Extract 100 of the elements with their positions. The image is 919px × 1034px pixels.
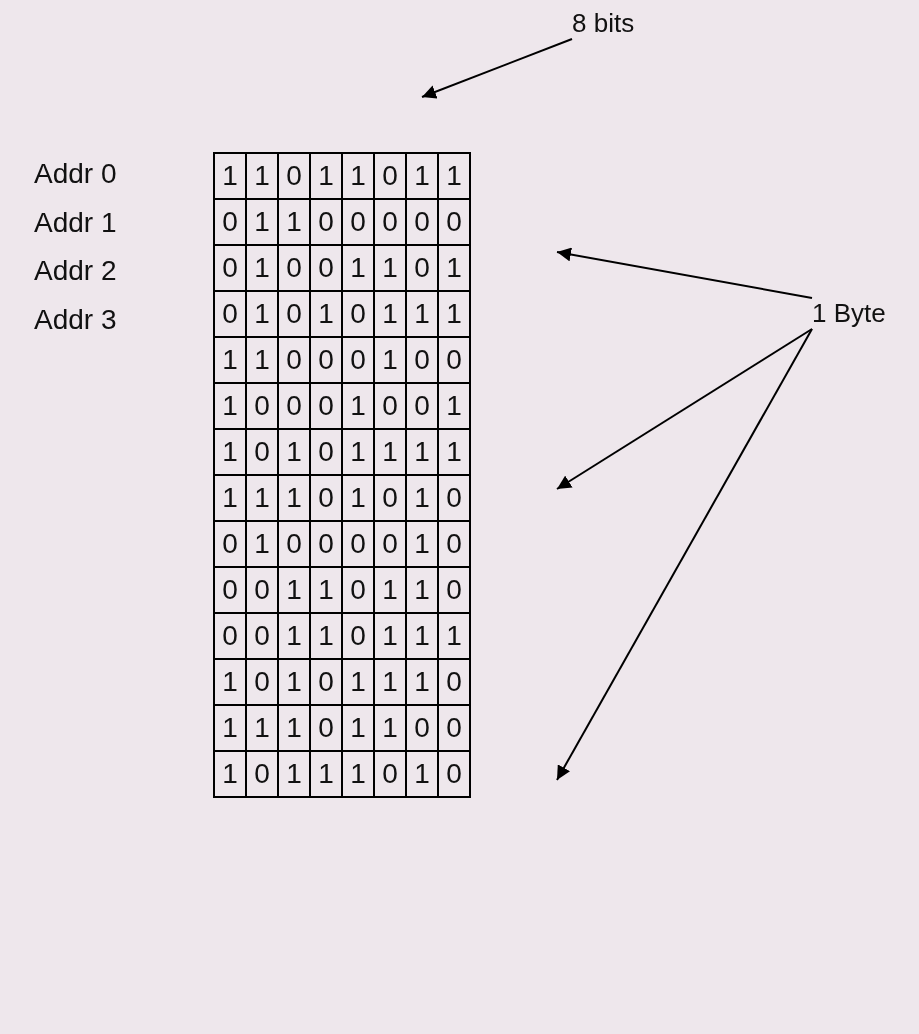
bit-cell: 0 (278, 153, 310, 199)
bit-cell: 1 (342, 475, 374, 521)
bit-cell: 1 (406, 751, 438, 797)
bit-cell: 1 (438, 613, 470, 659)
bit-cell: 1 (246, 245, 278, 291)
leader-arrow (556, 328, 813, 490)
bit-cell: 1 (214, 153, 246, 199)
bit-cell: 0 (214, 199, 246, 245)
bit-cell: 1 (406, 475, 438, 521)
bit-cell: 0 (342, 567, 374, 613)
bit-cell: 0 (438, 659, 470, 705)
bit-cell: 0 (310, 475, 342, 521)
bit-cell: 0 (342, 199, 374, 245)
bit-cell: 1 (278, 567, 310, 613)
bit-cell: 1 (214, 659, 246, 705)
bit-cell: 0 (374, 475, 406, 521)
bit-cell: 0 (438, 337, 470, 383)
bit-cell: 0 (214, 567, 246, 613)
address-label: Addr 3 (34, 303, 117, 336)
bit-cell: 1 (214, 383, 246, 429)
bit-cell: 0 (246, 659, 278, 705)
bit-cell: 1 (374, 291, 406, 337)
bit-cell: 1 (278, 751, 310, 797)
bit-cell: 0 (438, 475, 470, 521)
bit-cell: 0 (246, 567, 278, 613)
bit-cell: 0 (214, 245, 246, 291)
bit-cell: 0 (310, 245, 342, 291)
bit-cell: 1 (310, 291, 342, 337)
leader-arrow (556, 247, 813, 299)
bit-cell: 1 (374, 567, 406, 613)
bit-cell: 0 (310, 429, 342, 475)
bit-cell: 0 (342, 613, 374, 659)
callout-text: 8 bits (572, 8, 635, 39)
leader-arrow (556, 328, 813, 781)
bit-cell: 1 (342, 245, 374, 291)
bit-cell: 1 (406, 521, 438, 567)
bit-cell: 1 (342, 751, 374, 797)
bit-cell: 1 (278, 199, 310, 245)
bit-cell: 0 (374, 521, 406, 567)
address-label: Addr 0 (34, 158, 117, 190)
bit-cell: 0 (438, 199, 470, 245)
bit-cell: 1 (246, 199, 278, 245)
bit-cell: 1 (342, 383, 374, 429)
bit-cell: 1 (406, 659, 438, 705)
bit-cell: 0 (214, 613, 246, 659)
bit-cell: 1 (278, 475, 310, 521)
bit-cell: 1 (342, 705, 374, 751)
bit-cell: 1 (406, 429, 438, 475)
bit-cell: 1 (246, 153, 278, 199)
bit-cell: 0 (310, 337, 342, 383)
bit-cell: 1 (342, 659, 374, 705)
bit-cell: 0 (310, 705, 342, 751)
bit-cell: 0 (278, 521, 310, 567)
bit-cell: 0 (246, 383, 278, 429)
bit-cell: 1 (278, 705, 310, 751)
bit-cell: 1 (438, 383, 470, 429)
bit-cell: 0 (374, 751, 406, 797)
bit-cell: 0 (438, 521, 470, 567)
bit-cell: 0 (406, 245, 438, 291)
bit-cell: 1 (246, 475, 278, 521)
bit-cell: 1 (374, 659, 406, 705)
bit-cell: 1 (374, 613, 406, 659)
bit-cell: 0 (214, 521, 246, 567)
bit-cell: 1 (374, 337, 406, 383)
bit-cell: 1 (406, 291, 438, 337)
bit-cell: 1 (246, 337, 278, 383)
bit-cell: 1 (278, 613, 310, 659)
bit-cell: 0 (438, 567, 470, 613)
bit-cell: 1 (214, 751, 246, 797)
bit-cell: 1 (278, 429, 310, 475)
bit-cell: 1 (214, 705, 246, 751)
bit-cell: 0 (374, 199, 406, 245)
bit-cell: 1 (246, 521, 278, 567)
bit-cell: 1 (214, 337, 246, 383)
bit-cell: 1 (310, 613, 342, 659)
bit-cell: 1 (438, 153, 470, 199)
bit-cell: 1 (246, 291, 278, 337)
bit-cell: 1 (342, 153, 374, 199)
bit-cell: 0 (246, 429, 278, 475)
bit-cell: 0 (374, 153, 406, 199)
bit-cell: 1 (310, 153, 342, 199)
bit-cell: 1 (438, 429, 470, 475)
bit-cell: 0 (374, 383, 406, 429)
bit-cell: 1 (214, 475, 246, 521)
bit-cell: 0 (438, 751, 470, 797)
callout-text: 1 Byte (812, 298, 886, 329)
bit-cell: 0 (438, 705, 470, 751)
bit-cell: 0 (310, 383, 342, 429)
bit-cell: 0 (406, 199, 438, 245)
bit-cell: 0 (342, 337, 374, 383)
bit-cell: 0 (342, 291, 374, 337)
bit-cell: 1 (214, 429, 246, 475)
bit-cell: 1 (374, 705, 406, 751)
leader-arrow (421, 38, 573, 99)
address-label: Addr 1 (34, 206, 117, 239)
bit-cell: 0 (278, 291, 310, 337)
bit-cell: 1 (374, 429, 406, 475)
bit-cell: 0 (406, 337, 438, 383)
bit-cell: 0 (278, 337, 310, 383)
bit-cell: 0 (246, 613, 278, 659)
